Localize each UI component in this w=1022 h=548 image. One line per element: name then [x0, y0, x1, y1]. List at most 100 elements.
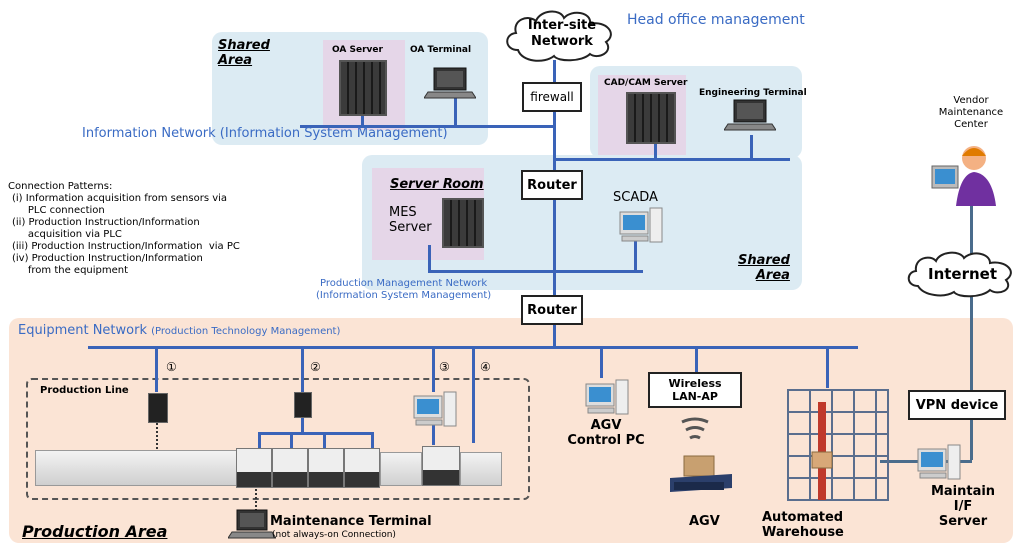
oa-terminal-icon [424, 67, 476, 99]
connection-pattern-line: (iv) Production Instruction/Information [12, 253, 203, 264]
vendor-label: Vendor Maintenance Center [938, 95, 1004, 130]
oa-server-label: OA Server [332, 45, 383, 55]
head-office-label: Head office management [627, 12, 805, 28]
plc-bus-d3 [323, 432, 326, 450]
equipment-network-sub: (Production Technology Management) [151, 326, 341, 337]
cad-server-drop [654, 140, 657, 160]
production-machine-3 [308, 448, 344, 488]
router-1-box: Router [521, 170, 583, 200]
maintenance-dotted-line [255, 480, 257, 515]
plc-bus-d1 [258, 432, 261, 450]
line-firewall-router [553, 112, 556, 170]
maintain-if-server-icon [917, 444, 961, 480]
cad-bus [555, 158, 790, 161]
info-network-bus [300, 125, 555, 128]
agv-control-pc-icon [585, 379, 629, 415]
prod-mgmt-bus [428, 270, 643, 273]
plc-2-icon [294, 392, 312, 418]
vpn-device-box: VPN device [908, 390, 1006, 420]
connection-pattern-line: (iii) Production Instruction/Information… [12, 241, 240, 252]
equipment-network-bus [88, 346, 858, 349]
production-machine-1 [236, 448, 272, 488]
eng-term-drop [750, 135, 753, 160]
plc1-dotted-line [156, 420, 158, 465]
equipment-network-title: Equipment Network [18, 323, 147, 338]
maintenance-terminal-sub: (not always-on Connection) [272, 530, 396, 540]
internet-cloud-icon [907, 251, 1012, 298]
marker-3: ③ [439, 360, 450, 374]
connection-pattern-line: acquisition via PLC [12, 229, 122, 240]
connection-patterns: Connection Patterns: (i) Information acq… [8, 181, 240, 277]
production-machine-4 [344, 448, 380, 488]
plc-bus-d4 [371, 432, 374, 450]
connection-pattern-line: (ii) Production Instruction/Information [12, 217, 200, 228]
automated-warehouse-icon [787, 389, 889, 501]
agv-control-pc-label: AGV Control PC [567, 418, 645, 448]
router-2-box: Router [521, 295, 583, 325]
cad-cam-server-icon [626, 92, 676, 144]
wireless-signal-icon [681, 417, 709, 440]
agv-label: AGV [689, 514, 720, 529]
connection-pattern-line: from the equipment [12, 265, 129, 276]
line-router2-eq [553, 325, 556, 349]
warehouse-drop [826, 348, 829, 388]
line-vpn-maint [970, 420, 973, 460]
line-router1-router2 [553, 200, 556, 300]
plc-bus [258, 432, 374, 435]
oa-terminal-label: OA Terminal [410, 45, 472, 55]
production-area-label: Production Area [22, 522, 168, 541]
line-cloud-firewall [553, 60, 556, 82]
engineering-terminal-icon [724, 99, 776, 131]
scada-drop [634, 240, 637, 272]
production-line-frame [26, 378, 530, 500]
equipment-network-label: Equipment Network (Production Technology… [18, 323, 340, 338]
inter-site-label: Inter-site Network [527, 18, 597, 49]
production-area-zone [9, 318, 1013, 543]
maintenance-terminal-label: Maintenance Terminal [270, 514, 432, 529]
connection-pattern-line: (i) Information acquisition from sensors… [12, 193, 228, 204]
agv-icon [670, 455, 732, 492]
oa-server-drop [361, 112, 364, 127]
production-management-network-label: Production Management Network (Informati… [316, 278, 492, 301]
connection-patterns-title: Connection Patterns: [8, 181, 113, 192]
production-line-label: Production Line [40, 385, 129, 396]
eq-drop-4 [472, 348, 475, 443]
scada-pc-icon [619, 207, 663, 243]
oa-server-icon [339, 60, 387, 116]
maintain-if-server-label: Maintain I/F Server [930, 484, 996, 529]
cad-cam-label: CAD/CAM Server [604, 78, 688, 88]
maintenance-terminal-icon [228, 509, 276, 539]
marker-2: ② [310, 360, 321, 374]
information-network-label: Information Network (Information System … [82, 126, 448, 141]
oa-term-drop [454, 95, 457, 127]
connection-pattern-line: PLC connection [12, 205, 105, 216]
mes-server-icon [442, 198, 484, 248]
vendor-operator-icon [931, 146, 996, 206]
inter-site-cloud-icon [506, 10, 612, 62]
pc-pattern-3-icon [413, 391, 457, 427]
production-machine-5 [380, 452, 422, 486]
marker-4: ④ [480, 360, 491, 374]
shared-area-top-label: Shared Area [218, 38, 270, 68]
automated-warehouse-label: Automated Warehouse [762, 510, 844, 540]
eq-drop-3 [432, 348, 435, 392]
shared-area-mid-label: Shared Area [738, 253, 790, 283]
marker-1: ① [166, 360, 177, 374]
production-machine-6 [422, 446, 460, 486]
line-vendor-internet [970, 205, 973, 255]
mes-server-label: MES Server [389, 205, 432, 235]
production-machine-7 [460, 452, 502, 486]
internet-label: Internet [928, 265, 998, 283]
firewall-box: firewall [522, 82, 582, 112]
server-room-label: Server Room [390, 177, 484, 192]
wlan-drop [695, 348, 698, 374]
agv-pc-drop [600, 348, 603, 378]
scada-label: SCADA [613, 190, 658, 205]
pc3-drop [432, 420, 435, 445]
eq-drop-2 [301, 348, 304, 392]
production-machine-2 [272, 448, 308, 488]
eq-drop-1 [155, 348, 158, 392]
engineering-terminal-label: Engineering Terminal [699, 88, 807, 98]
production-machine-long [35, 450, 237, 486]
plc-1-icon [148, 393, 168, 423]
